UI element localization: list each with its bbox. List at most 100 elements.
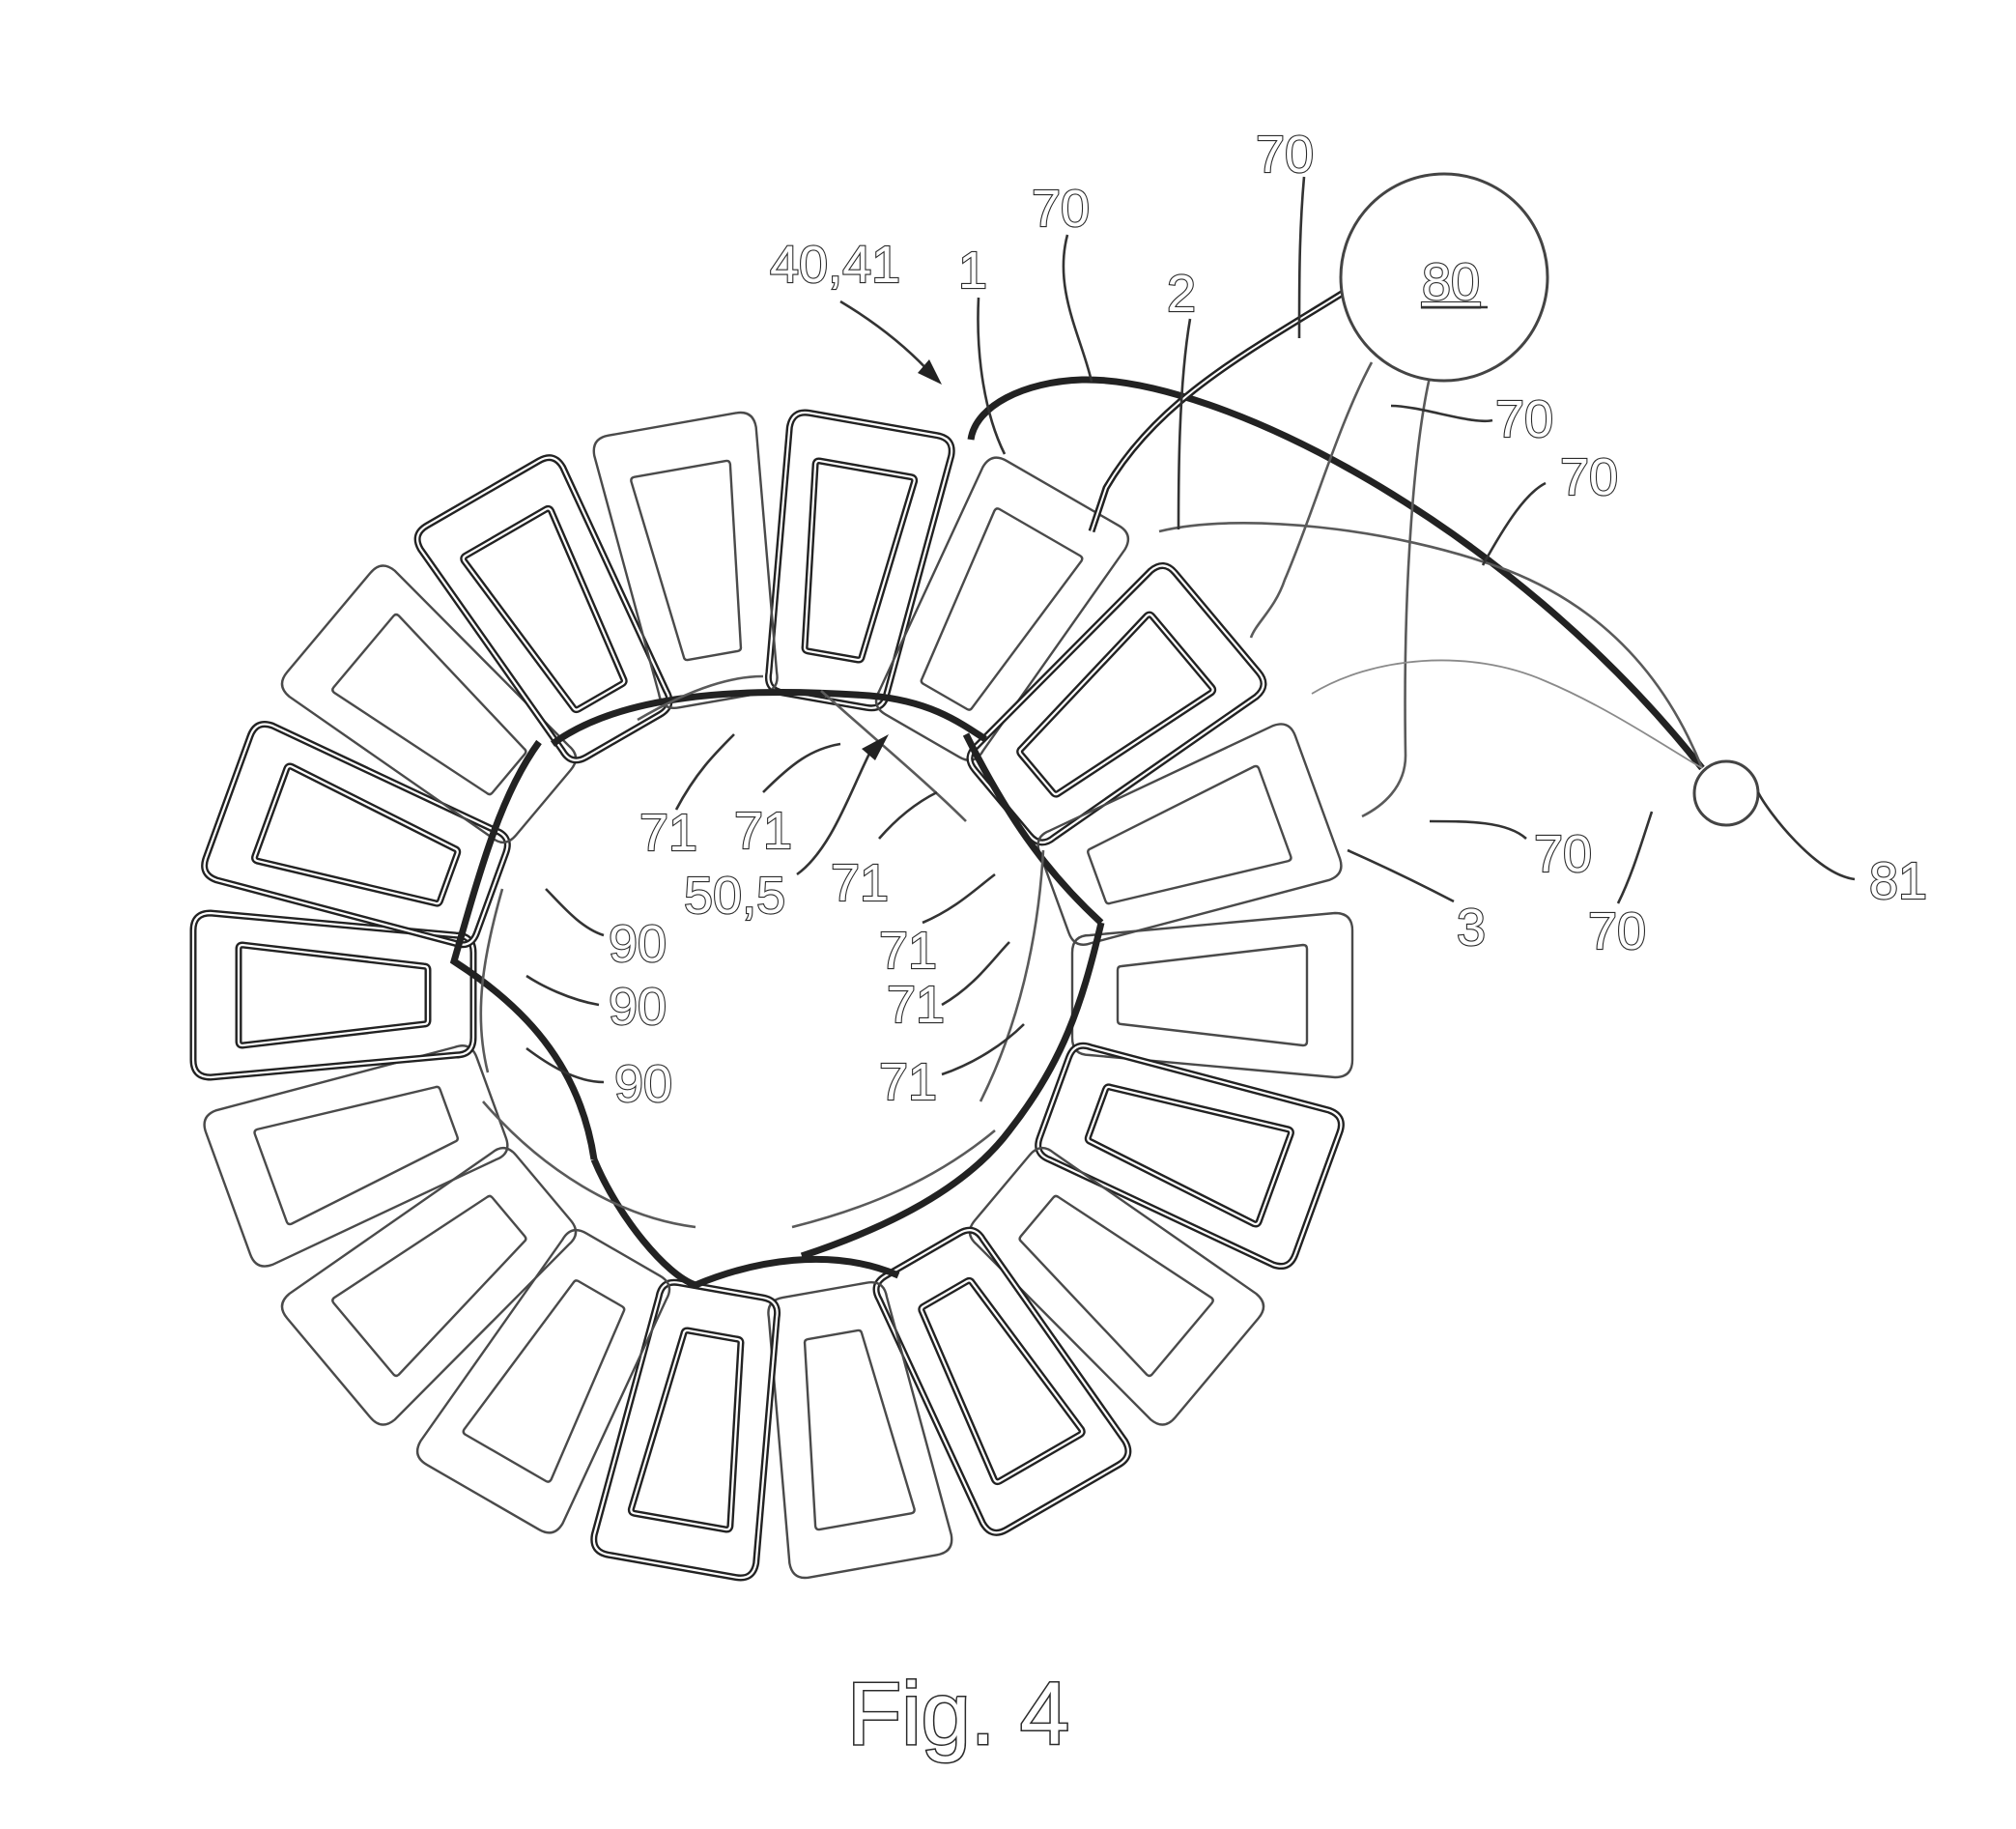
leader-conductor-a xyxy=(1062,234,1093,383)
coil-outer-winding xyxy=(280,1146,578,1426)
conductor-wire-1 xyxy=(967,376,1705,771)
coil-outer-winding xyxy=(872,1226,1132,1536)
label-conductor-c: 70 xyxy=(1495,390,1553,448)
leader-coil-3 xyxy=(1347,848,1455,903)
interconnection-wiring xyxy=(449,284,1705,1289)
leader-assembly xyxy=(839,300,933,376)
label-coil-2: 2 xyxy=(1167,265,1196,323)
leader-conductor-f xyxy=(1616,811,1654,904)
coil-outer-rim xyxy=(874,1229,1129,1534)
connection-arc-2 xyxy=(962,732,1104,926)
label-connection-c: 71 xyxy=(831,854,889,912)
coil-inner-winding xyxy=(331,1194,527,1378)
coil-inner-winding xyxy=(803,1329,916,1531)
stator-coil xyxy=(592,411,779,709)
label-unit-80: 80 xyxy=(1422,253,1480,311)
connection-arc-7 xyxy=(820,690,967,822)
coil-outer-rim xyxy=(968,564,1265,843)
coil-outer-rim xyxy=(191,911,475,1079)
coil-inner-winding xyxy=(920,507,1084,711)
connection-arc-6 xyxy=(637,674,764,722)
coil-outer-winding xyxy=(1070,911,1354,1079)
coil-outer-rim xyxy=(416,456,671,761)
conductor-wire-2-core xyxy=(1091,286,1353,532)
stator-coil xyxy=(968,1146,1265,1426)
stator-coil xyxy=(413,454,673,764)
leader-conductor-c xyxy=(1390,404,1493,423)
stator-coil xyxy=(966,562,1267,846)
coil-inner-winding xyxy=(235,941,432,1049)
figure-caption: Fig. 4 xyxy=(847,1665,1069,1763)
label-core: 50,5 xyxy=(684,867,785,925)
leader-conductor-e xyxy=(1429,819,1527,840)
coil-inner-rim xyxy=(630,1329,743,1531)
stator-coil-ring xyxy=(189,409,1354,1582)
coil-inner-winding xyxy=(627,1327,745,1533)
leader-bridge-a xyxy=(545,888,605,937)
label-connection-e: 71 xyxy=(887,976,945,1034)
label-bridge-b: 90 xyxy=(609,978,667,1036)
coil-outer-rim xyxy=(203,723,509,946)
coil-outer-rim xyxy=(1036,1044,1343,1268)
coil-outer-winding xyxy=(767,1281,953,1580)
label-bridge-a: 90 xyxy=(609,915,667,973)
leader-coil-1 xyxy=(977,297,1007,455)
stator-coil xyxy=(280,564,578,844)
stator-coil xyxy=(1036,723,1343,946)
label-coil-3: 3 xyxy=(1457,899,1486,957)
coil-outer-winding xyxy=(201,720,511,949)
coil-outer-winding xyxy=(415,1228,671,1534)
unit-80-circle xyxy=(1339,172,1549,383)
coil-inner-rim xyxy=(253,764,459,905)
label-coil-1: 1 xyxy=(958,242,987,300)
stator-coil xyxy=(1035,1042,1345,1271)
connection-arc-11 xyxy=(791,1129,996,1229)
conductor-wire-5 xyxy=(1361,368,1434,818)
stator-coil xyxy=(201,720,511,949)
stator-coil xyxy=(1070,911,1354,1079)
label-unit-81: 81 xyxy=(1869,852,1927,910)
connection-arc-1 xyxy=(550,689,987,747)
conductor-wire-4 xyxy=(1249,361,1374,639)
arrowhead-assembly xyxy=(918,359,942,385)
coil-inner-winding xyxy=(1116,943,1309,1047)
stator-coil xyxy=(415,1228,671,1534)
stator-coil xyxy=(189,909,477,1081)
coil-outer-winding xyxy=(966,562,1267,846)
leader-connection-e xyxy=(941,941,1010,1007)
label-conductor-a: 70 xyxy=(1032,180,1090,238)
label-connection-b: 71 xyxy=(734,802,792,860)
coil-inner-rim xyxy=(462,507,626,711)
leader-bridge-b xyxy=(525,974,600,1007)
connection-arc-10 xyxy=(482,1100,696,1229)
leader-connection-b xyxy=(762,742,841,793)
coil-inner-rim xyxy=(1087,1085,1292,1226)
coil-inner-winding xyxy=(1087,764,1292,905)
leader-conductor-b xyxy=(1297,176,1306,339)
label-conductor-e: 70 xyxy=(1534,825,1592,883)
label-conductor-b: 70 xyxy=(1256,126,1314,184)
coil-inner-rim xyxy=(237,943,430,1047)
coil-outer-rim xyxy=(592,1281,779,1580)
coil-inner-winding xyxy=(801,457,919,664)
coil-inner-winding xyxy=(1018,1194,1214,1378)
coil-outer-winding xyxy=(968,1146,1265,1426)
leader-coil-2 xyxy=(1177,318,1192,530)
conductor-wire-3 xyxy=(1158,522,1704,769)
stator-coil xyxy=(872,1226,1132,1536)
connection-arc-3 xyxy=(449,739,598,1160)
leader-connection-a xyxy=(674,733,735,811)
leader-conductor-d xyxy=(1481,481,1547,566)
coil-outer-winding xyxy=(413,454,673,764)
label-assembly: 40,41 xyxy=(770,236,900,294)
connection-arc-9 xyxy=(979,849,1045,1102)
conductor-wire-6 xyxy=(1311,659,1703,769)
label-conductor-f: 70 xyxy=(1588,902,1646,960)
stator-coil xyxy=(280,1146,578,1426)
leader-connection-d xyxy=(922,872,996,925)
stator-coil xyxy=(590,1278,781,1582)
connection-arc-8 xyxy=(479,888,504,1073)
coil-inner-winding xyxy=(462,1279,626,1483)
coil-outer-winding xyxy=(1035,1042,1345,1271)
